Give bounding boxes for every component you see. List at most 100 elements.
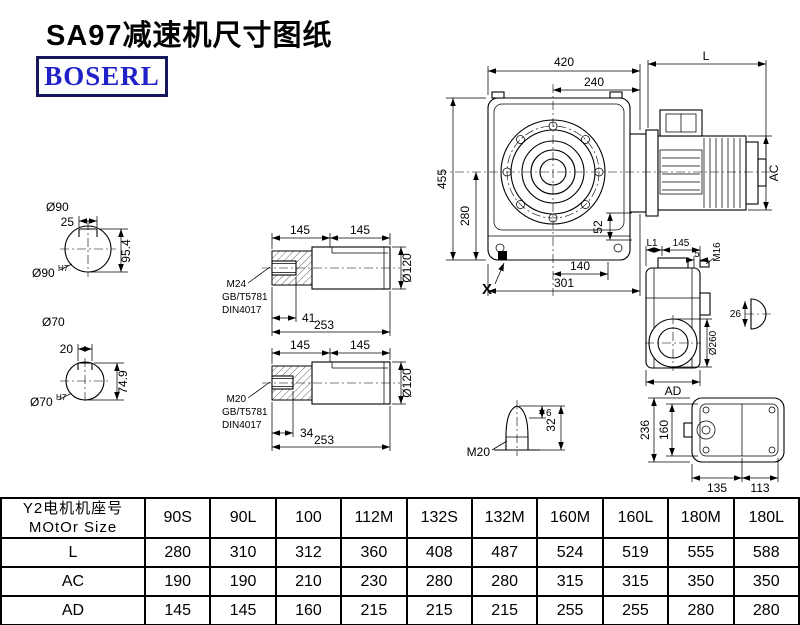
shaft-section-70: Ø70 20 74.9 Ø70 H7	[30, 315, 130, 409]
svg-text:AD: AD	[665, 384, 682, 398]
hollow-shaft-view-lower: 145 145 Ø120 M20 GB/T5781 DIN4017 34 2	[222, 338, 414, 451]
dim-25: 25	[61, 215, 98, 229]
table-cell: 555	[667, 537, 735, 568]
svg-text:140: 140	[570, 259, 590, 273]
dim-160: 160	[657, 403, 698, 457]
housing-inner-outline	[493, 103, 625, 231]
svg-text:Ø70: Ø70	[42, 315, 65, 329]
dim-253-2: 253	[272, 406, 391, 451]
end-view-cap	[657, 257, 689, 269]
svg-text:145: 145	[290, 223, 310, 237]
table-cell: 350	[667, 566, 735, 597]
column-header: 160L	[601, 497, 670, 539]
header-line1: Y2电机机座号	[22, 500, 124, 517]
table-cell: 280	[143, 537, 212, 568]
svg-text:32: 32	[544, 418, 558, 432]
table-cell: 487	[470, 537, 539, 568]
motor	[629, 109, 767, 217]
row-label: AD	[0, 595, 146, 625]
table-cell: 350	[732, 566, 800, 597]
dim-420: 420	[487, 55, 641, 130]
brand-logo: BOSERL	[36, 56, 168, 97]
table-cell: 519	[601, 537, 670, 568]
svg-text:M16: M16	[712, 242, 723, 262]
table-row-AC: AC 190 190 210 230 280 280 315 315 350 3…	[0, 566, 800, 597]
svg-text:Ø120: Ø120	[400, 253, 414, 283]
shaft-section-90: Ø90 25 95.4 Ø90 H7	[32, 200, 133, 280]
dim-AD: AD	[645, 370, 701, 398]
section-circle-90	[64, 225, 112, 273]
dim-145-2: 145	[330, 223, 390, 241]
dim-240: 240	[553, 75, 640, 93]
svg-text:Ø90: Ø90	[46, 200, 69, 214]
svg-text:20: 20	[60, 342, 74, 356]
lifting-lug-right	[609, 91, 623, 99]
rear-view: 236 160 135 113	[638, 397, 785, 495]
table-row-AD: AD 145 145 160 215 215 215 255 255 280 2…	[0, 595, 800, 625]
page-title: SA97减速机尺寸图纸	[46, 20, 333, 52]
brand-logo-text: BOSERL	[44, 61, 160, 91]
svg-text:Ø120: Ø120	[400, 368, 414, 398]
table-cell: 312	[274, 537, 343, 568]
lifting-lug-left	[491, 91, 505, 99]
table-cell: 145	[209, 595, 277, 625]
dim-145-5: 145	[662, 238, 700, 253]
svg-text:34: 34	[300, 426, 314, 440]
motor-size-table: Y2电机机座号 MOtOr Size 90S 90L 100 112M 132S…	[0, 497, 800, 625]
table-cell: 588	[732, 537, 800, 568]
rear-shaft	[683, 422, 693, 438]
dim-120-1: Ø120	[392, 246, 414, 290]
svg-text:280: 280	[458, 206, 472, 226]
thread-callout-m20-plug: M20	[467, 440, 508, 459]
table-cell: 210	[274, 566, 343, 597]
dim-32: 32	[530, 406, 565, 451]
thread-callout-m24: M24 GB/T5781 DIN4017	[222, 266, 271, 316]
motor-rear-boss	[757, 158, 767, 187]
svg-text:113: 113	[750, 481, 769, 495]
dim-95-4: 95.4	[90, 228, 133, 273]
motor-adapter	[629, 133, 647, 213]
svg-text:Ø90: Ø90	[32, 266, 55, 280]
svg-text:H7: H7	[58, 264, 69, 273]
table-cell: 280	[405, 566, 473, 597]
table-cell: 280	[732, 595, 800, 625]
svg-text:25: 25	[61, 215, 75, 229]
key-section: 26	[730, 298, 772, 330]
svg-text:M24: M24	[227, 279, 247, 290]
column-header: 100	[274, 497, 343, 539]
dim-74-9: 74.9	[87, 362, 130, 401]
table-cell: 315	[601, 566, 670, 597]
header-line2: MOtOr Size	[28, 519, 118, 536]
svg-text:420: 420	[554, 55, 574, 69]
svg-text:455: 455	[435, 169, 449, 189]
dim-52: 52	[591, 212, 632, 241]
dim-145-3: 145	[271, 338, 391, 364]
table-cell: 360	[340, 537, 408, 568]
dim-41: 41	[271, 277, 316, 336]
table-cell: 315	[536, 566, 604, 597]
row-label: L	[0, 537, 146, 568]
svg-text:DIN4017: DIN4017	[222, 420, 262, 431]
flange-bolt	[699, 260, 710, 268]
main-view: 420 240 L 455 280 52	[435, 49, 781, 298]
dim-260: Ø260	[675, 318, 719, 368]
hollow-shaft-view-upper: 145 145 Ø120 M24 GB/T5781 DIN4017 41 2	[222, 223, 414, 336]
svg-text:135: 135	[707, 481, 727, 495]
svg-text:52: 52	[591, 220, 605, 234]
table-cell: 524	[536, 537, 604, 568]
svg-text:240: 240	[584, 75, 604, 89]
table-row-L: L 280 310 312 360 408 487 524 519 555 58…	[0, 537, 800, 568]
svg-text:X: X	[482, 281, 492, 298]
svg-text:DIN4017: DIN4017	[222, 305, 262, 316]
svg-text:L: L	[703, 49, 710, 63]
table-cell: 215	[405, 595, 473, 625]
dim-135: 135	[691, 458, 743, 495]
svg-text:H7: H7	[56, 393, 67, 402]
svg-text:253: 253	[314, 318, 334, 332]
dim-120-2: Ø120	[392, 361, 414, 405]
svg-text:GB/T5781: GB/T5781	[222, 407, 268, 418]
breather-plug: M20 6 32	[467, 400, 565, 459]
svg-text:160: 160	[657, 420, 671, 440]
svg-text:301: 301	[554, 276, 574, 290]
column-header: 160M	[536, 497, 604, 539]
